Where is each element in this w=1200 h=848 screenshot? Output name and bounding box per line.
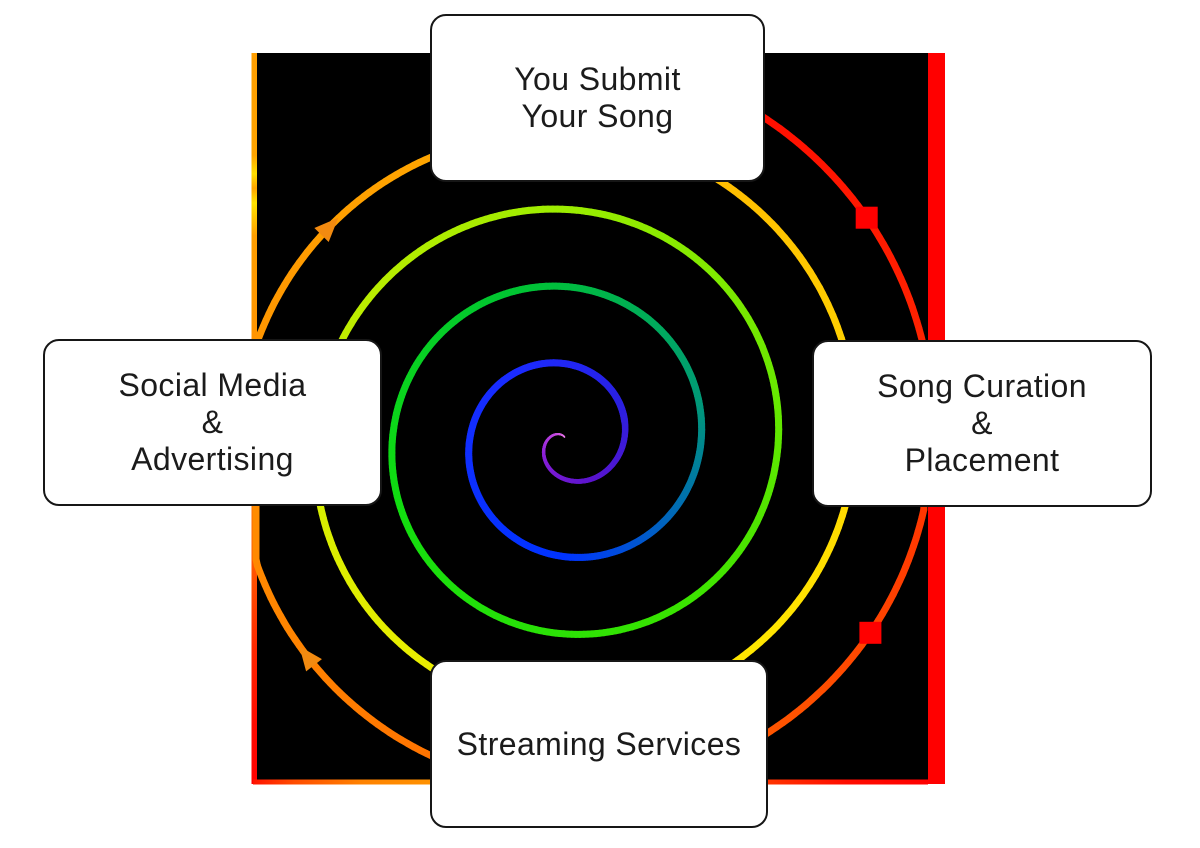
step-marker-square	[859, 621, 882, 644]
node-label-line: You Submit	[514, 61, 681, 97]
flow-arrowhead-icon	[299, 646, 322, 672]
step-marker-square	[855, 206, 878, 229]
node-label-line: Social Media	[118, 367, 307, 403]
node-label-line: Advertising	[131, 441, 294, 477]
node-label-line: Song Curation	[877, 368, 1087, 404]
node-you-submit: You Submit Your Song	[430, 14, 765, 182]
flow-annotations	[299, 206, 882, 672]
node-label-line: &	[201, 404, 224, 440]
node-label-line: &	[971, 405, 993, 441]
node-label-line: Streaming Services	[456, 725, 742, 762]
flow-arrowhead-icon	[314, 217, 339, 242]
node-social-media: Social Media & Advertising	[43, 339, 382, 506]
node-song-curation: Song Curation & Placement	[812, 340, 1152, 507]
node-label-line: Placement	[904, 442, 1060, 478]
node-streaming-services: Streaming Services	[430, 660, 768, 828]
node-label-line: Your Song	[521, 98, 674, 134]
